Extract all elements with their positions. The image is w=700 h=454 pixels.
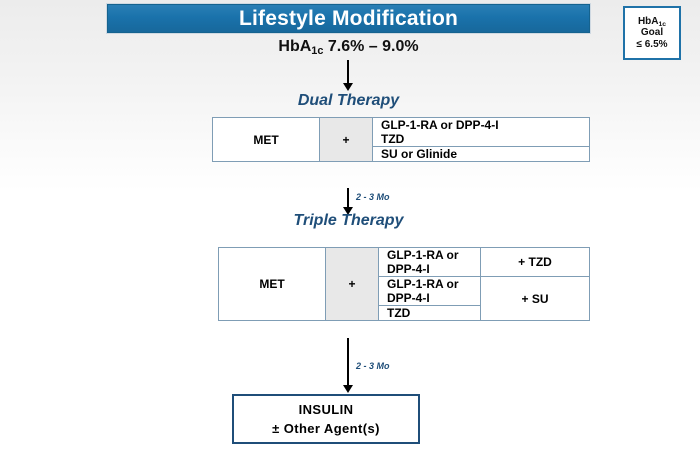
triple-add-on-1: + TZD	[480, 247, 590, 277]
lifestyle-modification-title-bar: Lifestyle Modification	[107, 4, 590, 33]
table-row: MET + GLP-1-RA or DPP-4-I	[212, 117, 590, 162]
table-row: MET + GLP-1-RA or DPP-4-I + TZD	[218, 247, 590, 321]
dual-plus-cell: +	[319, 117, 373, 162]
dual-therapy-table: MET + GLP-1-RA or DPP-4-I TZD SU or Glin…	[212, 117, 590, 162]
goal-line-value: ≤ 6.5%	[636, 38, 668, 50]
arrow-head-icon	[343, 83, 353, 91]
triple-therapy-table: MET + GLP-1-RA or DPP-4-I + TZD GLP-1-RA…	[218, 247, 590, 321]
dual-base-drug-cell: MET	[212, 117, 320, 162]
dual-drug-option-3: SU or Glinide	[372, 146, 590, 162]
insulin-box: INSULIN ± Other Agent(s)	[232, 394, 420, 444]
dual-drug-option-1: GLP-1-RA or DPP-4-I	[372, 117, 590, 132]
dual-therapy-heading: Dual Therapy	[297, 92, 400, 109]
triple-therapy-heading: Triple Therapy	[293, 212, 404, 229]
triple-drug-option-3: TZD	[378, 305, 481, 321]
dual-drug-option-2: TZD	[372, 132, 590, 147]
table-row: TZD	[219, 305, 590, 321]
page-title: Lifestyle Modification	[238, 7, 459, 30]
triple-plus-cell: +	[325, 247, 379, 321]
insulin-other-agents-label: ± Other Agent(s)	[272, 421, 380, 436]
hba1c-range-subtitle: HbA1c 7.6% – 9.0%	[278, 38, 419, 58]
table-row: SU or Glinide	[213, 146, 590, 162]
arrow-shaft	[347, 60, 349, 84]
goal-line-goal: Goal	[640, 27, 664, 39]
goal-line-hba1c: HbA1c	[637, 15, 667, 28]
arrow-head-icon	[343, 207, 353, 215]
triple-base-drug-cell: MET	[218, 247, 326, 321]
interval-label-triple-to-insulin: 2 - 3 Mo	[356, 361, 390, 371]
arrow-to-triple-therapy	[343, 188, 353, 215]
triple-drug-option-2: GLP-1-RA or DPP-4-I	[378, 276, 481, 306]
arrow-head-icon	[343, 385, 353, 393]
triple-add-on-2: + SU	[480, 276, 590, 321]
interval-label-dual-to-triple: 2 - 3 Mo	[356, 192, 390, 202]
arrow-shaft	[347, 338, 349, 386]
arrow-to-insulin	[343, 338, 353, 393]
arrow-to-dual-therapy	[343, 60, 353, 91]
arrow-shaft	[347, 188, 349, 208]
hba1c-goal-box: HbA1c Goal ≤ 6.5%	[623, 6, 681, 60]
triple-drug-option-1: GLP-1-RA or DPP-4-I	[378, 247, 481, 277]
insulin-label: INSULIN	[298, 402, 354, 417]
table-row: GLP-1-RA or DPP-4-I + SU	[219, 276, 590, 321]
